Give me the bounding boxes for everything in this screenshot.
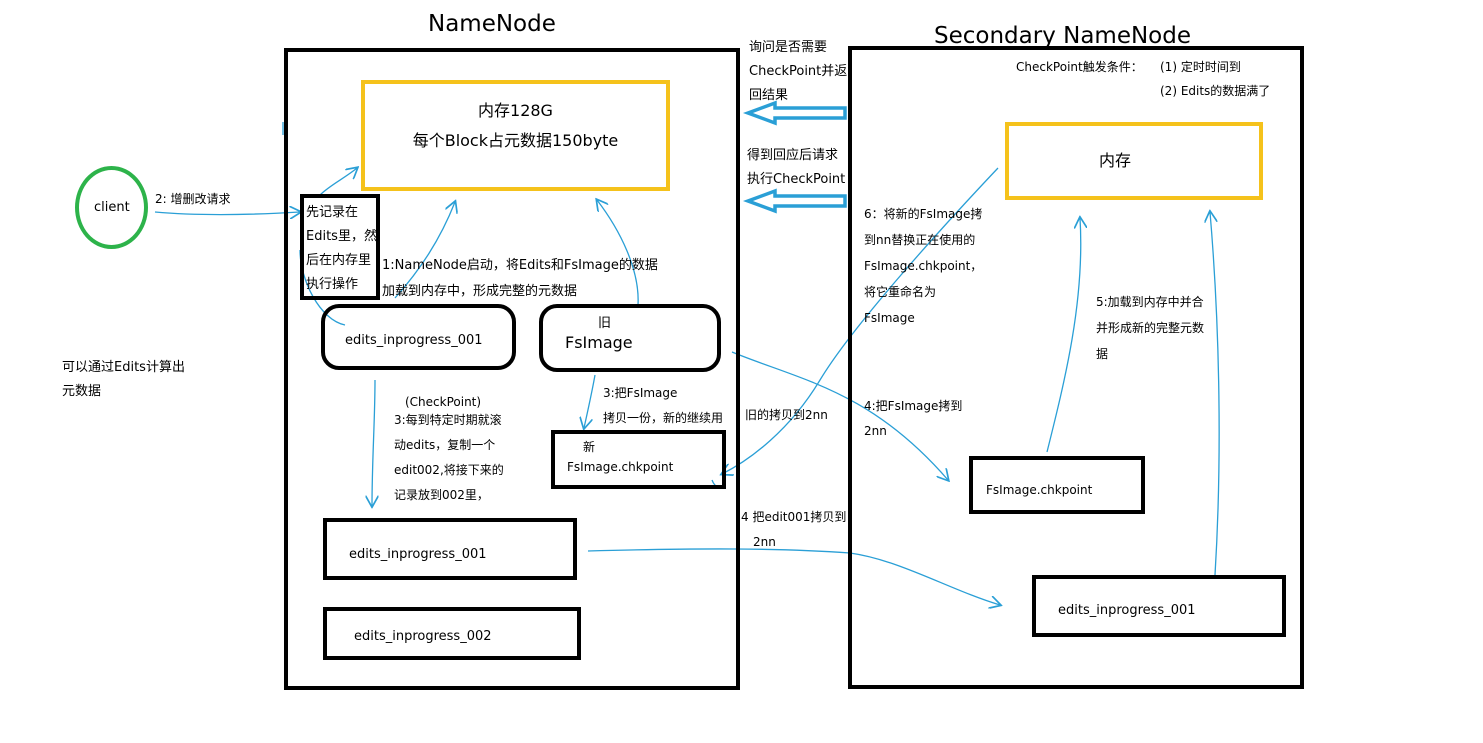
- secondary-memory-label: 内存: [1098, 151, 1131, 170]
- secondary-namenode-frame: [848, 46, 1304, 689]
- step3-copy-line: 3:把FsImage: [603, 386, 678, 400]
- fsimage-new-tag: 新: [583, 440, 596, 454]
- edits-mid-label: edits_inprogress_001: [349, 547, 487, 562]
- arrow-fsimage-to-2nn: [731, 351, 948, 480]
- step6-line: 到nn替换正在使用的: [864, 233, 976, 247]
- step1-label: 1:NameNode启动，将Edits和FsImage的数据 加载到内存中，形成…: [382, 253, 658, 305]
- arrow-request-checkpoint: [742, 188, 847, 214]
- secondary-fsimage-label: FsImage.chkpoint: [986, 483, 1093, 497]
- arrow-copy-fsimage: [584, 374, 596, 428]
- record-line: 后在内存里: [306, 253, 372, 268]
- secondary-namenode-title: Secondary NameNode: [934, 23, 1191, 49]
- step3-roll-line: edit002,将接下来的: [394, 463, 504, 477]
- arrow-edits-to-2nn: [587, 548, 1000, 605]
- fsimage-old-box: [539, 304, 721, 372]
- step6-line: 6：将新的FsImage拷: [864, 207, 983, 221]
- record-line: Edits里，然: [306, 229, 377, 244]
- arrow-ask-checkpoint: [742, 100, 847, 126]
- step4-edits-line: 2nn: [753, 535, 776, 549]
- step4-fsimage-line: 4:把FsImage拷到: [864, 399, 963, 413]
- step3-roll-label: 3:每到特定时期就滚 动edits，复制一个 edit002,将接下来的 记录放…: [394, 408, 504, 508]
- request-checkpoint-label: 得到回应后请求 执行CheckPoint: [747, 144, 845, 192]
- fsimage-old-tag: 旧: [598, 316, 612, 331]
- ask-line: 回结果: [749, 88, 789, 103]
- step6-line: FsImage: [864, 311, 915, 325]
- step4-edits-label: 4 把edit001拷贝到 2nn: [741, 505, 846, 555]
- step5-line: 据: [1096, 347, 1109, 361]
- step4-fsimage-label: 4:把FsImage拷到 2nn: [864, 394, 962, 444]
- step5-label: 5:加载到内存中并合 并形成新的完整元数 据: [1096, 289, 1204, 367]
- secondary-edits-box: [1032, 575, 1286, 637]
- step3-copy-line: 拷贝一份，新的继续用: [603, 411, 724, 425]
- step3-roll-line: 记录放到002里，: [394, 488, 489, 502]
- edits-inprogress-top: [321, 304, 516, 370]
- trigger-condition-2: (2) Edits的数据满了: [1160, 84, 1271, 98]
- step6-label: 6：将新的FsImage拷 到nn替换正在使用的 FsImage.chkpoin…: [864, 201, 982, 331]
- left-note: 可以通过Edits计算出 元数据: [62, 356, 185, 404]
- arrow-snn-edits-up: [1210, 212, 1220, 576]
- namenode-memory-block: 每个Block占元数据150byte: [412, 131, 619, 150]
- secondary-memory-box: [1005, 122, 1263, 200]
- record-line: 执行操作: [306, 277, 359, 292]
- namenode-memory-size: 内存128G: [478, 101, 553, 120]
- ask-line: 询问是否需要: [749, 40, 828, 55]
- edits-top-label: edits_inprogress_001: [345, 333, 483, 348]
- step6-line: FsImage.chkpoint，: [864, 259, 983, 273]
- step1-line: 加载到内存中，形成完整的元数据: [382, 284, 578, 299]
- edits-bottom-label: edits_inprogress_002: [354, 629, 492, 644]
- namenode-frame: [284, 48, 740, 690]
- arrow-record-to-memory: [319, 168, 357, 196]
- arrow-roll-edits: [372, 379, 375, 506]
- arrow-fsimage-to-memory: [597, 200, 639, 306]
- record-edits-box: [300, 194, 380, 300]
- client-label: client: [94, 200, 130, 215]
- trigger-label: CheckPoint触发条件：: [1016, 60, 1143, 74]
- step3-copy-label: 3:把FsImage 拷贝一份，新的继续用: [603, 381, 723, 431]
- request-line: 得到回应后请求: [747, 148, 839, 163]
- step2-label: 2: 增删改请求: [155, 192, 231, 206]
- checkpoint-label: (CheckPoint): [405, 395, 482, 409]
- ask-checkpoint-label: 询问是否需要 CheckPoint并返 回结果: [749, 36, 847, 108]
- edits-inprogress-bottom: [323, 607, 581, 660]
- step5-line: 5:加载到内存中并合: [1096, 295, 1204, 309]
- step4-fsimage-line: 2nn: [864, 424, 887, 438]
- step4-edits-line: 4 把edit001拷贝到: [741, 510, 847, 524]
- arrow-2nn-to-nn: [722, 167, 999, 474]
- secondary-fsimage-box: [969, 456, 1145, 514]
- namenode-memory-box: [361, 80, 670, 191]
- secondary-edits-label: edits_inprogress_001: [1058, 603, 1196, 618]
- step3-roll-line: 3:每到特定时期就滚: [394, 413, 502, 427]
- record-line: 先记录在: [306, 205, 359, 220]
- request-line: 执行CheckPoint: [747, 172, 846, 187]
- fsimage-new-label: FsImage.chkpoint: [567, 460, 674, 474]
- fsimage-new-box: [551, 430, 726, 489]
- trigger-condition-1: (1) 定时时间到: [1160, 60, 1241, 74]
- fsimage-old-label: FsImage: [565, 333, 633, 352]
- ask-line: CheckPoint并返: [749, 64, 848, 79]
- left-note-line: 元数据: [62, 384, 102, 399]
- arrow-client-to-nn: [154, 212, 300, 215]
- step1-line: 1:NameNode启动，将Edits和FsImage的数据: [382, 258, 658, 273]
- record-edits-text: 先记录在 Edits里，然 后在内存里 执行操作: [306, 201, 377, 297]
- client-node: [75, 166, 148, 249]
- arrow-snn-fsimage-up: [1046, 218, 1081, 453]
- step3-roll-line: 动edits，复制一个: [394, 438, 496, 452]
- left-note-line: 可以通过Edits计算出: [62, 360, 185, 375]
- namenode-title: NameNode: [428, 11, 556, 37]
- step5-line: 并形成新的完整元数: [1096, 321, 1205, 335]
- step3-to-2nn-label: 旧的拷贝到2nn: [745, 408, 828, 422]
- edits-inprogress-mid: [323, 518, 577, 580]
- step6-line: 将它重命名为: [864, 285, 937, 299]
